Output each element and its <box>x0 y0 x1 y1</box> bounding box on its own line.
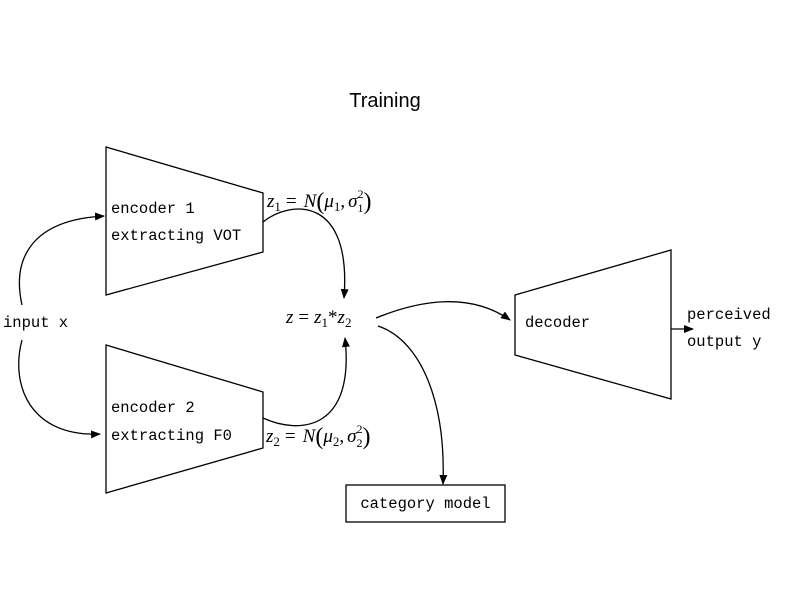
z1-sigma: σ <box>348 191 358 212</box>
z-a: z <box>313 307 322 328</box>
encoder-2-label: encoder 2 <box>111 399 195 417</box>
equation-z: z=z1*z2 <box>285 307 351 330</box>
z-equals: = <box>298 307 309 328</box>
z2-sigma: σ <box>347 426 357 447</box>
z2-mu: μ <box>322 426 333 447</box>
encoder-1-sublabel: extracting VOT <box>111 227 241 245</box>
svg-text:z=z1*z2: z=z1*z2 <box>285 307 351 330</box>
output-sublabel: output y <box>687 333 761 351</box>
z-b-sub: 2 <box>345 315 352 330</box>
arrow-z-to-decoder <box>375 301 511 321</box>
z2-sub: 2 <box>273 434 280 449</box>
z1-sigma-sub: 1 <box>357 201 363 215</box>
arrow-encoder-2-to-z <box>262 337 350 427</box>
input-label: input x <box>3 314 68 332</box>
z1-equals: = <box>286 191 297 212</box>
z1-sub: 1 <box>274 199 281 214</box>
diagram-title: Training <box>349 90 421 112</box>
z1-mu: μ <box>323 191 334 212</box>
z2-lparen: ( <box>315 424 323 450</box>
arrow-input-to-encoder-1 <box>18 212 105 306</box>
z1-mu-sub: 1 <box>334 199 341 214</box>
z2-var: z <box>265 426 274 447</box>
output-label: perceived <box>687 306 771 324</box>
z2-sigma-sup: 2 <box>356 422 362 436</box>
category-model-box <box>345 484 506 523</box>
encoder-1-block: encoder 1 extracting VOT <box>105 146 264 296</box>
decoder-label: decoder <box>525 314 590 332</box>
category-model-block: category model <box>345 484 506 523</box>
z2-sigma-sub: 2 <box>356 436 362 450</box>
arrow-z-to-category-model <box>377 325 448 485</box>
svg-text:z1=N(μ1,σ21): z1=N(μ1,σ21) <box>266 187 371 215</box>
z2-equals: = <box>285 426 296 447</box>
z1-rparen: ) <box>363 189 371 215</box>
z2-mu-sub: 2 <box>333 434 340 449</box>
z1-dist: N <box>303 191 318 212</box>
z-var: z <box>285 307 294 328</box>
z1-lparen: ( <box>316 189 324 215</box>
svg-text:z2=N(μ2,σ22): z2=N(μ2,σ22) <box>265 422 370 450</box>
decoder-block: decoder <box>514 249 672 400</box>
z-a-sub: 1 <box>322 315 329 330</box>
encoder-2-block: encoder 2 extracting F0 <box>105 344 264 494</box>
z1-var: z <box>266 191 275 212</box>
z-b: z <box>337 307 346 328</box>
z2-rparen: ) <box>362 424 370 450</box>
encoder-1-label: encoder 1 <box>111 200 195 218</box>
z1-comma: , <box>340 191 345 212</box>
z1-sigma-sup: 2 <box>357 187 363 201</box>
z2-comma: , <box>339 426 344 447</box>
encoder-1-shape <box>105 146 264 296</box>
category-model-label: category model <box>360 495 490 513</box>
decoder-shape <box>514 249 672 400</box>
z-op: * <box>328 307 338 328</box>
z2-dist: N <box>302 426 317 447</box>
arrow-input-to-encoder-2 <box>18 339 101 439</box>
arrow-encoder-1-to-z <box>262 208 349 299</box>
encoder-2-sublabel: extracting F0 <box>111 427 232 445</box>
encoder-2-shape <box>105 344 264 494</box>
